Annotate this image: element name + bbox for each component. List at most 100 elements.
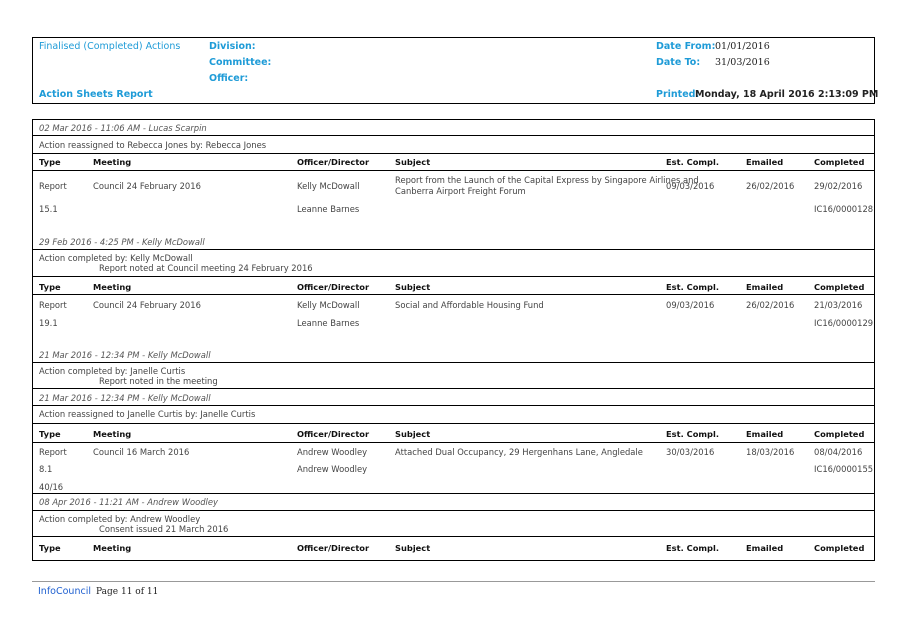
cell-type: Report	[39, 447, 67, 457]
cell-meeting: Council 24 February 2016	[93, 300, 201, 310]
cell-est-compl: 30/03/2016	[666, 447, 715, 457]
printed-label: Printed:	[656, 89, 700, 100]
col-meeting: Meeting	[93, 282, 132, 292]
date-from-value: 01/01/2016	[715, 41, 770, 52]
col-meeting: Meeting	[93, 157, 132, 167]
cell-subject-cont: Canberra Airport Freight Forum	[395, 186, 526, 196]
note-text: Action reassigned to Rebecca Jones by: R…	[39, 140, 267, 150]
divider	[33, 276, 874, 277]
cell-reference: IC16/0000128	[814, 204, 874, 214]
cell-extra-ref: 40/16	[39, 482, 64, 492]
cell-completed: 29/02/2016	[814, 181, 863, 191]
note-timestamp: 21 Mar 2016 - 12:34 PM - Kelly McDowall	[39, 350, 211, 360]
cell-est-compl: 09/03/2016	[666, 181, 715, 191]
cell-meeting: Council 16 March 2016	[93, 447, 190, 457]
cell-type: Report	[39, 300, 67, 310]
col-type: Type	[39, 543, 61, 553]
officer-label: Officer:	[209, 73, 249, 84]
note-timestamp: 02 Mar 2016 - 11:06 AM - Lucas Scarpin	[39, 123, 207, 133]
divider	[33, 153, 874, 154]
divider	[33, 249, 874, 250]
col-emailed: Emailed	[746, 543, 784, 553]
date-from-label: Date From:	[656, 41, 716, 52]
divider	[33, 423, 874, 424]
divider	[33, 493, 874, 494]
cell-completed: 21/03/2016	[814, 300, 863, 310]
footer-rule	[32, 581, 875, 582]
col-est-compl: Est. Compl.	[666, 543, 719, 553]
col-emailed: Emailed	[746, 157, 784, 167]
note-text: Action completed by: Andrew Woodley	[39, 514, 201, 524]
divider	[33, 362, 874, 363]
note-text: Action completed by: Kelly McDowall	[39, 253, 193, 263]
date-to-label: Date To:	[656, 57, 701, 68]
col-type: Type	[39, 282, 61, 292]
divider	[33, 294, 874, 295]
division-label: Division:	[209, 41, 256, 52]
col-subject: Subject	[395, 543, 431, 553]
note-text: Report noted in the meeting	[99, 376, 218, 386]
actions-table: 02 Mar 2016 - 11:06 AM - Lucas Scarpin A…	[32, 119, 875, 561]
cell-officer: Andrew Woodley	[297, 447, 368, 457]
col-est-compl: Est. Compl.	[666, 282, 719, 292]
col-completed: Completed	[814, 429, 865, 439]
cell-item-number: 19.1	[39, 318, 58, 328]
note-timestamp: 29 Feb 2016 - 4:25 PM - Kelly McDowall	[39, 237, 205, 247]
note-text: Report noted at Council meeting 24 Febru…	[99, 263, 313, 273]
cell-officer: Kelly McDowall	[297, 300, 360, 310]
cell-emailed: 26/02/2016	[746, 300, 795, 310]
col-type: Type	[39, 429, 61, 439]
col-officer: Officer/Director	[297, 282, 370, 292]
divider	[33, 135, 874, 136]
col-subject: Subject	[395, 282, 431, 292]
printed-value: Monday, 18 April 2016 2:13:09 PM	[695, 89, 879, 100]
divider	[33, 170, 874, 171]
page-number: Page 11 of 11	[96, 587, 159, 597]
cell-subject: Report from the Launch of the Capital Ex…	[395, 175, 699, 185]
col-type: Type	[39, 157, 61, 167]
note-text: Consent issued 21 March 2016	[99, 524, 229, 534]
cell-subject: Social and Affordable Housing Fund	[395, 300, 544, 310]
col-officer: Officer/Director	[297, 157, 370, 167]
cell-emailed: 18/03/2016	[746, 447, 795, 457]
date-to-value: 31/03/2016	[715, 57, 770, 68]
col-emailed: Emailed	[746, 282, 784, 292]
col-completed: Completed	[814, 282, 865, 292]
note-timestamp: 21 Mar 2016 - 12:34 PM - Kelly McDowall	[39, 393, 211, 403]
col-officer: Officer/Director	[297, 429, 370, 439]
cell-officer-secondary: Leanne Barnes	[297, 204, 360, 214]
report-title: Action Sheets Report	[39, 89, 153, 100]
cell-completed: 08/04/2016	[814, 447, 863, 457]
report-name: Finalised (Completed) Actions	[39, 41, 181, 52]
cell-emailed: 26/02/2016	[746, 181, 795, 191]
divider	[33, 388, 874, 389]
cell-item-number: 8.1	[39, 464, 53, 474]
col-completed: Completed	[814, 543, 865, 553]
divider	[33, 442, 874, 443]
col-subject: Subject	[395, 429, 431, 439]
col-est-compl: Est. Compl.	[666, 429, 719, 439]
divider	[33, 510, 874, 511]
col-officer: Officer/Director	[297, 543, 370, 553]
cell-type: Report	[39, 181, 67, 191]
cell-subject: Attached Dual Occupancy, 29 Hergenhans L…	[395, 447, 643, 457]
divider	[33, 536, 874, 537]
divider	[33, 405, 874, 406]
col-completed: Completed	[814, 157, 865, 167]
cell-item-number: 15.1	[39, 204, 58, 214]
cell-reference: IC16/0000129	[814, 318, 874, 328]
cell-meeting: Council 24 February 2016	[93, 181, 201, 191]
col-emailed: Emailed	[746, 429, 784, 439]
cell-officer-secondary: Leanne Barnes	[297, 318, 360, 328]
col-meeting: Meeting	[93, 429, 132, 439]
col-est-compl: Est. Compl.	[666, 157, 719, 167]
col-meeting: Meeting	[93, 543, 132, 553]
cell-officer-secondary: Andrew Woodley	[297, 464, 368, 474]
report-header: Finalised (Completed) Actions Division: …	[32, 37, 879, 104]
cell-officer: Kelly McDowall	[297, 181, 360, 191]
footer-brand: InfoCouncil	[38, 586, 91, 597]
col-subject: Subject	[395, 157, 431, 167]
committee-label: Committee:	[209, 57, 272, 68]
cell-est-compl: 09/03/2016	[666, 300, 715, 310]
note-timestamp: 08 Apr 2016 - 11:21 AM - Andrew Woodley	[39, 497, 218, 507]
